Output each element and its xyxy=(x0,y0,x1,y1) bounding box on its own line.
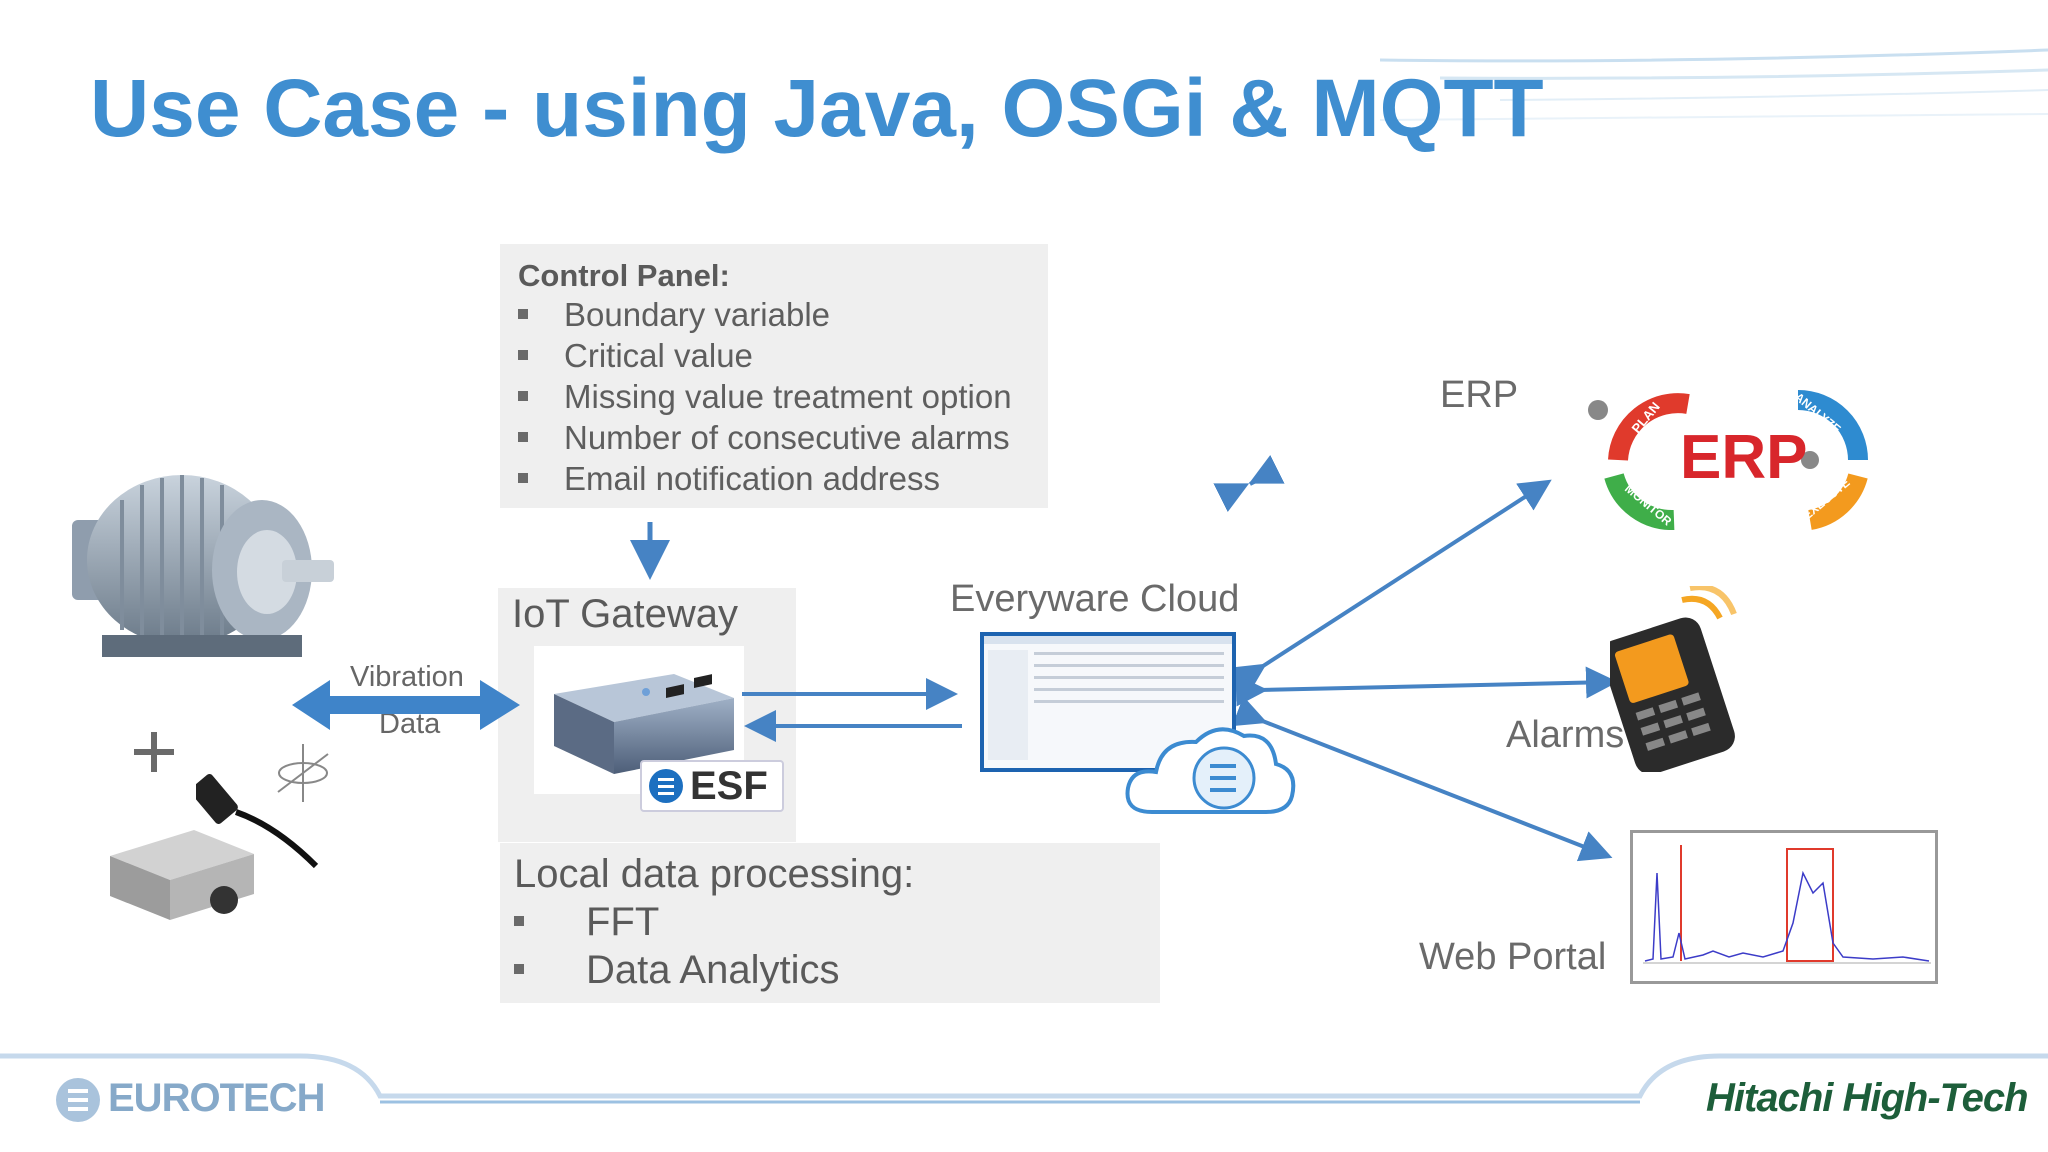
cloud-console-screen xyxy=(980,632,1236,772)
eurotech-logo-icon xyxy=(649,769,683,803)
list-item: FFT xyxy=(514,898,839,946)
list-item: Boundary variable xyxy=(518,294,1012,335)
cloud-erp-arrow xyxy=(1231,479,1552,695)
cloud-icon xyxy=(1125,727,1296,814)
header-swoosh xyxy=(1380,48,2048,121)
local-processing-box xyxy=(500,843,1160,1003)
bullet-icon xyxy=(518,473,528,484)
bullet-icon xyxy=(518,391,528,402)
list-item: Missing value treatment option xyxy=(518,376,1012,417)
spectrum-chart-icon xyxy=(1643,845,1931,964)
bullet-icon xyxy=(518,432,528,443)
list-item: Critical value xyxy=(518,335,1012,376)
electric-motor-icon xyxy=(72,475,334,657)
mobile-phone-icon xyxy=(1610,586,1737,772)
control-panel-list: Boundary variable Critical value Missing… xyxy=(518,294,1012,499)
screen-content xyxy=(984,636,1232,768)
erp-cycle-logo: ERP PLAN ANALYZE EXECUTE MONITOR xyxy=(1578,380,1874,531)
plus-icon xyxy=(134,732,174,772)
iot-gateway-label: IoT Gateway xyxy=(512,592,739,636)
cloud-portal-arrow xyxy=(1231,696,1613,862)
local-processing-list: FFT Data Analytics xyxy=(514,898,839,994)
bullet-icon xyxy=(518,350,528,361)
footer-swoosh xyxy=(0,1053,2048,1104)
everyware-cloud-label: Everyware Cloud xyxy=(950,578,1240,620)
list-item: Email notification address xyxy=(518,458,1012,499)
erp-logo-text: ERP xyxy=(1680,423,1808,492)
list-item: Number of consecutive alarms xyxy=(518,417,1012,458)
local-processing-heading: Local data processing: xyxy=(514,852,915,896)
cloud-alarms-arrow xyxy=(1235,666,1618,707)
vibration-label: Vibration xyxy=(350,661,464,693)
esf-badge-label: ESF xyxy=(690,764,768,808)
axes-symbol-icon xyxy=(277,744,329,802)
bullet-icon xyxy=(514,964,524,975)
control-panel-heading: Control Panel: xyxy=(518,258,730,293)
usb-cable-icon xyxy=(196,774,319,869)
bullet-icon xyxy=(514,916,524,927)
alarms-label: Alarms xyxy=(1506,714,1625,756)
web-portal-chart-thumbnail xyxy=(1630,830,1938,984)
erp-label: ERP xyxy=(1440,374,1519,416)
bullet-icon xyxy=(518,309,528,320)
eurotech-logo-text: EUROTECH xyxy=(108,1076,325,1120)
esf-badge: ESF xyxy=(640,760,784,812)
control-panel-box: Control Panel: Boundary variable Critica… xyxy=(500,244,1048,508)
gateway-device-icon xyxy=(554,674,734,774)
eurotech-footer-logo-icon xyxy=(56,1078,100,1122)
erp-cycle-icon xyxy=(1588,390,1868,531)
web-portal-label: Web Portal xyxy=(1419,936,1607,978)
hitachi-logo-text: Hitachi High-Tech xyxy=(1706,1076,2029,1120)
vibration-sensor-icon xyxy=(110,830,254,920)
slide-title: Use Case - using Java, OSGi & MQTT xyxy=(90,63,1544,154)
vibration-double-arrow xyxy=(292,680,520,730)
list-item: Data Analytics xyxy=(514,946,839,994)
